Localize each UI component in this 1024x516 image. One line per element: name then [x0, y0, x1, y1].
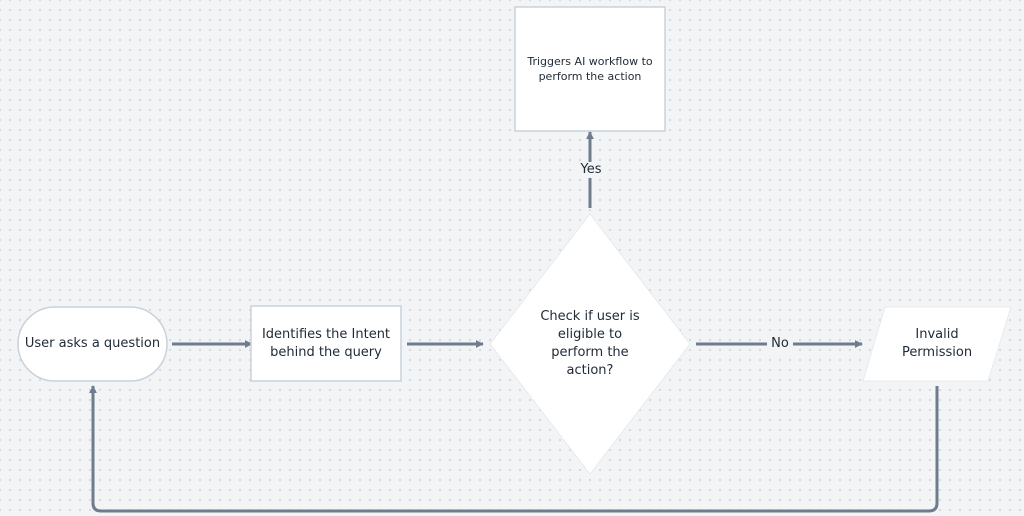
decision-node-label: Check if user is eligible to perform the… [540, 309, 640, 378]
invalid-permission-data-node[interactable] [862, 306, 1012, 382]
intent-process-node[interactable] [250, 305, 402, 382]
intent-node-label: Identifies the Intent behind the query [261, 326, 391, 360]
invalid-node-label: Invalid Permission [901, 327, 973, 360]
workflow-node-label: Triggers AI workflow to perform the acti… [527, 54, 653, 83]
workflow-process-node[interactable] [514, 6, 666, 132]
start-node-label: User asks a question [24, 336, 161, 352]
yes-edge-label: Yes [576, 162, 606, 178]
decision-diamond-node[interactable] [489, 213, 691, 475]
no-edge-label: No [767, 336, 793, 352]
connector-invalid-to-start [89, 385, 939, 513]
start-terminal-node[interactable] [17, 306, 168, 382]
